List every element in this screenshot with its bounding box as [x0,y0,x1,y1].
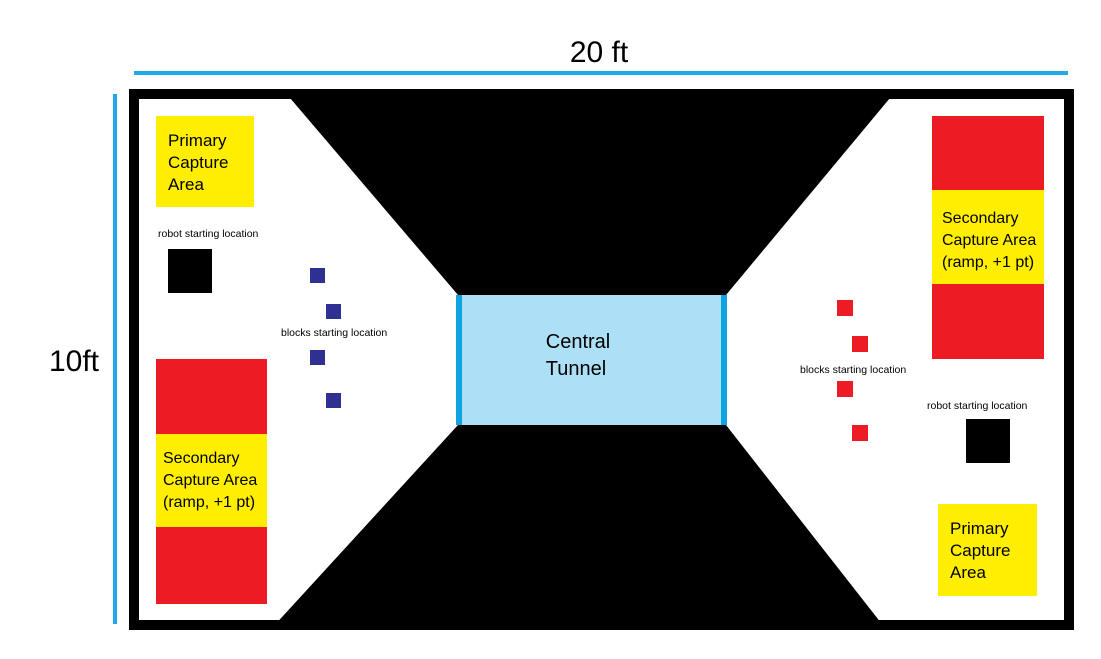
left-robot [168,249,212,293]
tunnel-label-line2: Tunnel [546,358,606,380]
right-secondary-red-bottom [932,284,1044,359]
left-secondary-label-line3: (ramp, +1 pt) [163,494,255,511]
left-primary-capture-area [156,116,254,207]
left-secondary-label-line1: Secondary [163,450,240,467]
right-blocks-start-label: blocks starting location [800,364,906,376]
left-primary-label-line2: Capture [168,153,228,172]
left-blocks-start-label: blocks starting location [281,327,387,339]
left-primary-label-line3: Area [168,175,204,194]
bottom-obstacle [272,425,885,628]
left-robot-start-label: robot starting location [158,228,259,240]
left-secondary-label-line2: Capture Area [163,472,257,489]
height-dimension-label: 10ft [49,345,100,378]
right-block-1 [837,300,853,316]
left-secondary-red-top [156,359,267,434]
right-secondary-label-line3: (ramp, +1 pt) [942,254,1034,271]
right-secondary-label-line2: Capture Area [942,232,1036,249]
left-secondary-red-bottom [156,527,267,604]
tunnel-label-line1: Central [546,331,610,353]
width-dimension-label: 20 ft [570,36,629,69]
left-block-1 [310,268,325,283]
central-tunnel [458,295,726,425]
tunnel-left-edge [456,295,462,425]
right-secondary-capture-area [932,190,1044,284]
left-block-4 [326,393,341,408]
right-robot-start-label: robot starting location [927,400,1028,412]
right-robot [966,419,1010,463]
right-block-4 [852,425,868,441]
left-block-3 [310,350,325,365]
right-secondary-label-line1: Secondary [942,210,1019,227]
right-primary-label-line3: Area [950,563,986,582]
right-primary-capture-area [938,504,1037,596]
right-primary-label-line1: Primary [950,519,1009,538]
left-block-2 [326,304,341,319]
top-obstacle [290,98,890,295]
right-block-3 [837,381,853,397]
left-secondary-capture-area [156,434,267,527]
right-secondary-red-top [932,116,1044,190]
right-primary-label-line2: Capture [950,541,1010,560]
right-block-2 [852,336,868,352]
left-primary-label-line1: Primary [168,131,227,150]
tunnel-right-edge [721,295,727,425]
